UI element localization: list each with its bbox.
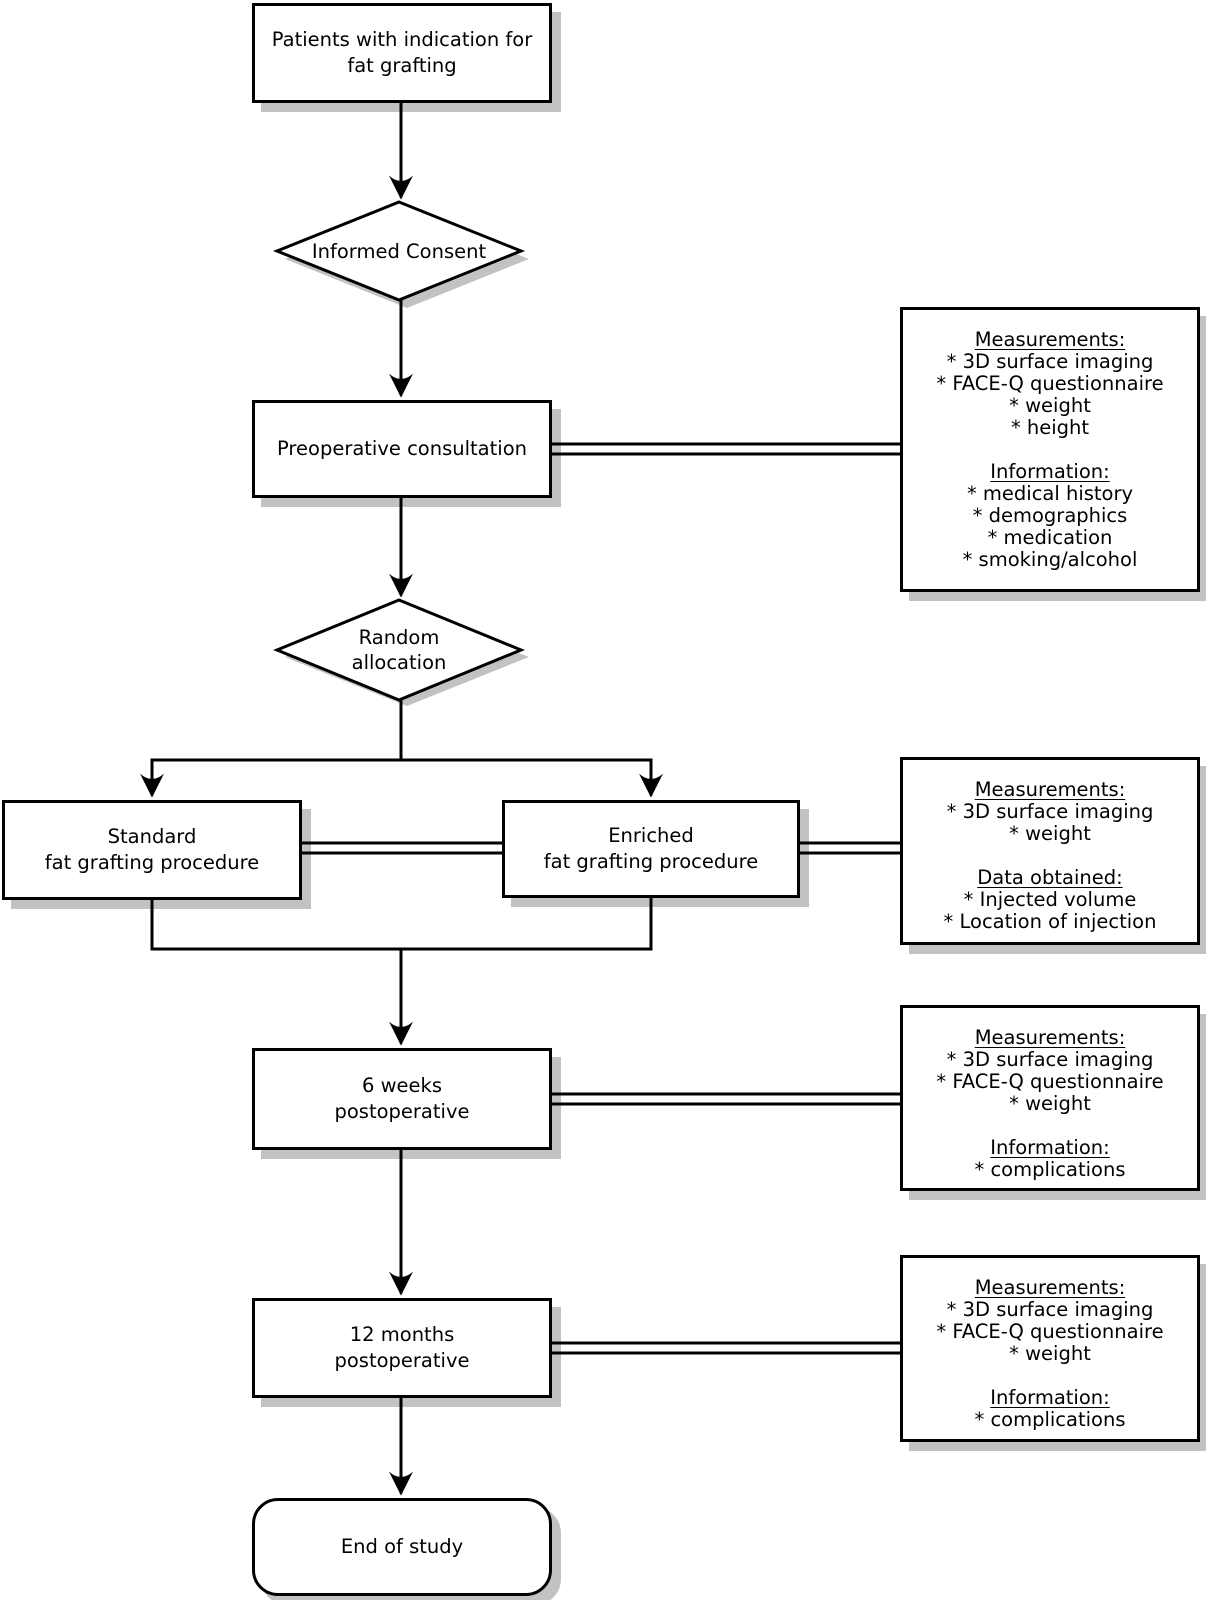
info-item: * weight <box>1009 394 1091 417</box>
info-section: Measurements:* 3D surface imaging* weigh… <box>903 779 1197 845</box>
info-item: * medical history <box>966 482 1134 505</box>
info-item: * smoking/alcohol <box>962 548 1138 571</box>
node-enriched-procedure-box: Enriched fat grafting procedure <box>502 800 800 898</box>
random-diamond-shadow <box>285 608 529 706</box>
info-item: * FACE-Q questionnaire <box>936 1070 1164 1093</box>
info-box-preoperative: Measurements:* 3D surface imaging* FACE-… <box>900 307 1200 592</box>
info-section-heading: Measurements: <box>974 328 1126 351</box>
info-section-heading: Information: <box>990 1136 1110 1159</box>
info-item: * height <box>1010 416 1090 439</box>
node-random-allocation-diamond-label: Random allocation <box>351 626 447 674</box>
info-section-heading: Information: <box>990 1386 1110 1409</box>
double-line-preop-to-info <box>550 442 902 456</box>
double-line-six-weeks-to-info <box>550 1092 902 1106</box>
info-section: Data obtained:* Injected volume* Locatio… <box>903 867 1197 933</box>
info-item: * weight <box>1009 1342 1091 1365</box>
node-informed-consent-diamond-label: Informed Consent <box>311 239 487 263</box>
info-box-twelve-months: Measurements:* 3D surface imaging* FACE-… <box>900 1255 1200 1442</box>
info-section-heading: Measurements: <box>974 778 1126 801</box>
info-item: * complications <box>974 1158 1126 1181</box>
info-item: * complications <box>974 1408 1126 1431</box>
info-section: Measurements:* 3D surface imaging* FACE-… <box>903 329 1197 439</box>
info-item: * 3D surface imaging <box>946 1048 1154 1071</box>
consent-diamond-shape <box>272 200 526 302</box>
info-section-heading: Data obtained: <box>977 866 1123 889</box>
node-start-box: Patients with indication for fat graftin… <box>252 3 552 103</box>
node-preoperative-consultation-box: Preoperative consultation <box>252 400 552 498</box>
info-box-six-weeks: Measurements:* 3D surface imaging* FACE-… <box>900 1005 1200 1191</box>
info-item: * 3D surface imaging <box>946 350 1154 373</box>
consent-diamond-shadow <box>285 210 529 308</box>
info-section-heading: Information: <box>990 460 1110 483</box>
split-line-random-allocation <box>150 698 653 762</box>
node-standard-procedure-box: Standard fat grafting procedure <box>2 800 302 900</box>
info-box-procedure: Measurements:* 3D surface imaging* weigh… <box>900 757 1200 945</box>
info-section-heading: Measurements: <box>974 1026 1126 1049</box>
info-section: Measurements:* 3D surface imaging* FACE-… <box>903 1277 1197 1365</box>
double-line-standard-to-enriched <box>300 841 504 855</box>
info-item: * demographics <box>972 504 1128 527</box>
info-section: Information:* complications <box>903 1387 1197 1431</box>
info-item: * 3D surface imaging <box>946 1298 1154 1321</box>
node-six-weeks-postoperative-box: 6 weeks postoperative <box>252 1048 552 1150</box>
info-item: * Location of injection <box>943 910 1157 933</box>
info-item: * Injected volume <box>963 888 1137 911</box>
info-section: Information:* complications <box>903 1137 1197 1181</box>
node-end-of-study-box: End of study <box>252 1498 552 1596</box>
info-item: * weight <box>1009 1092 1091 1115</box>
info-item: * medication <box>987 526 1113 549</box>
info-item: * weight <box>1009 822 1091 845</box>
node-twelve-months-postoperative-box: 12 months postoperative <box>252 1298 552 1398</box>
merge-line-procedures <box>150 896 653 951</box>
info-section: Information:* medical history* demograph… <box>903 461 1197 571</box>
info-section-heading: Measurements: <box>974 1276 1126 1299</box>
random-diamond-shape <box>273 598 525 702</box>
double-line-twelve-months-to-info <box>550 1341 902 1355</box>
double-line-enriched-to-info <box>798 841 902 855</box>
info-item: * FACE-Q questionnaire <box>936 372 1164 395</box>
info-item: * FACE-Q questionnaire <box>936 1320 1164 1343</box>
info-item: * 3D surface imaging <box>946 800 1154 823</box>
info-section: Measurements:* 3D surface imaging* FACE-… <box>903 1027 1197 1115</box>
